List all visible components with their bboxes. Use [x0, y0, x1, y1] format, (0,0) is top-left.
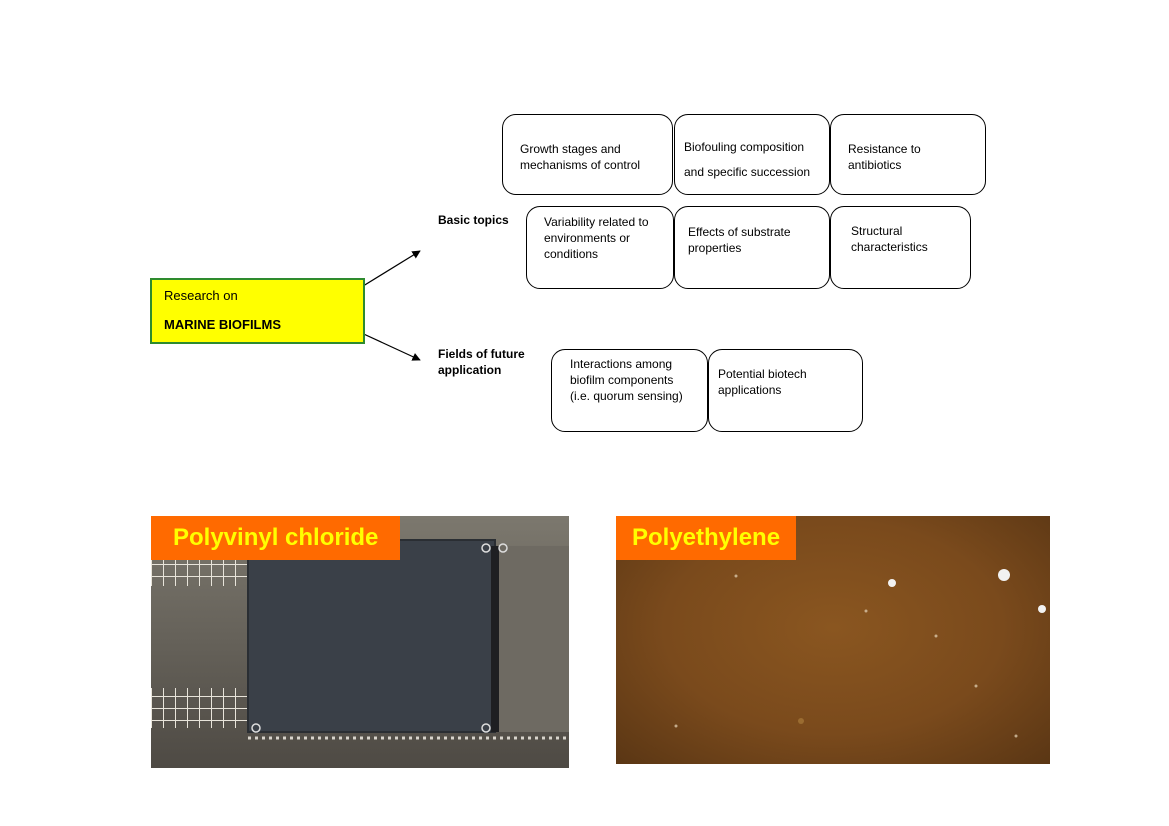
main-node-line1: Research on	[164, 288, 238, 303]
box-line: Resistance to	[848, 142, 921, 156]
box-line: Growth stages and	[520, 142, 621, 156]
pvc-photo-title: Polyvinyl chloride	[151, 516, 401, 560]
box-line: environments or	[544, 231, 631, 245]
box-biofouling-composition: Biofouling composition and specific succ…	[674, 114, 830, 195]
box-resistance-antibiotics: Resistance to antibiotics	[830, 114, 986, 195]
pvc-photo: Polyvinyl chloride	[151, 516, 569, 768]
box-line: Interactions among	[570, 357, 673, 371]
box-structural-characteristics: Structural characteristics	[830, 206, 971, 289]
box-line: biofilm components	[570, 373, 674, 387]
box-line: antibiotics	[848, 158, 902, 172]
box-biotech-applications: Potential biotech applications	[708, 349, 863, 432]
box-interactions-quorum-sensing: Interactions among biofilm components (i…	[551, 349, 708, 432]
box-line: characteristics	[851, 240, 928, 254]
pe-photo-illustration	[674, 569, 1046, 738]
main-node-line2: MARINE BIOFILMS	[164, 317, 281, 332]
box-line: Structural	[851, 224, 903, 238]
box-substrate-properties: Effects of substrate properties	[674, 206, 830, 289]
box-line: Biofouling composition	[684, 140, 805, 154]
box-line: Potential biotech	[718, 367, 807, 381]
box-variability-environments: Variability related to environments or c…	[526, 206, 674, 289]
box-line: mechanisms of control	[520, 158, 641, 172]
box-line: and specific succession	[684, 165, 811, 179]
arrow-to-future-applications	[354, 329, 421, 361]
box-line: Variability related to	[544, 215, 649, 229]
pe-photo: Polyethylene	[616, 516, 1050, 764]
future-label-line1: Fields of future	[438, 347, 525, 361]
box-line: (i.e. quorum sensing)	[570, 389, 683, 403]
box-line: Effects of substrate	[688, 225, 791, 239]
box-line: applications	[718, 383, 782, 397]
basic-topics-label: Basic topics	[438, 213, 509, 227]
future-label-line2: application	[438, 363, 502, 377]
box-growth-stages: Growth stages and mechanisms of control	[502, 114, 673, 195]
research-marine-biofilms-node: Research on MARINE BIOFILMS	[150, 278, 365, 344]
box-line: conditions	[544, 247, 599, 261]
arrow-to-basic-topics	[354, 250, 421, 292]
future-applications-label: Fields of future application	[438, 346, 525, 378]
pe-photo-title: Polyethylene	[616, 516, 797, 560]
box-line: properties	[688, 241, 742, 255]
